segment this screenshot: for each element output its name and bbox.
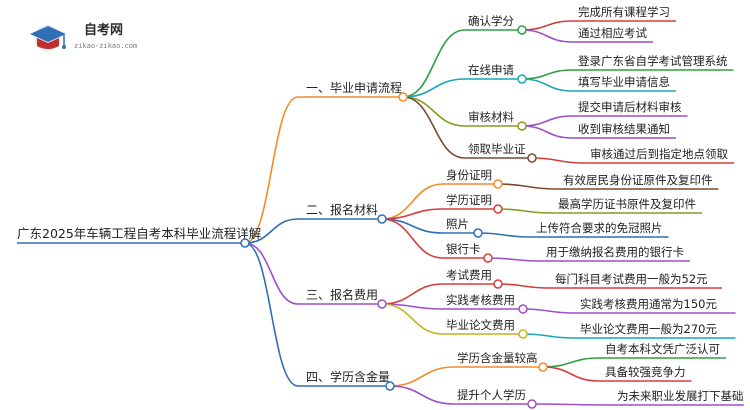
logo-title: 自考网 [84,22,123,38]
leaf-topic: 实践考核费用通常为150元 [580,297,717,311]
subtopic: 实践考核费用 [446,293,515,307]
leaf-topic: 用于缴纳报名费用的银行卡 [546,245,684,259]
collapse-toggle[interactable] [398,92,408,102]
collapse-toggle[interactable] [377,299,387,309]
branch-topic: 三、报名费用 [306,287,378,302]
collapse-toggle[interactable] [527,399,537,409]
graduation-cap-icon [30,25,66,51]
leaf-topic: 每门科目考试费用一般为52元 [555,272,708,286]
subtopic-link [381,303,444,335]
branch-link [244,242,299,387]
subtopic: 银行卡 [446,242,481,256]
subtopic: 确认学分 [468,14,514,28]
collapse-toggle[interactable] [240,238,250,248]
subtopic: 审核材料 [468,110,514,124]
leaf-link [522,308,575,314]
leaf-link [521,29,573,43]
subtopic: 毕业论文费用 [446,318,515,332]
leaf-topic: 为未来职业发展打下基础 [617,389,744,403]
branch-topic: 一、毕业申请流程 [306,80,402,95]
subtopic-link [389,385,455,405]
collapse-toggle[interactable] [493,279,503,289]
leaf-topic: 毕业论文费用一般为270元 [580,322,717,336]
subtopic: 学历证明 [446,193,492,207]
leaf-link [521,115,573,127]
leaf-link [487,257,541,262]
collapse-toggle[interactable] [517,74,527,84]
leaf-topic: 登录广东省自学考试管理系统 [578,54,728,68]
leaf-link [521,69,573,80]
leaf-link [542,366,600,382]
leaf-topic: 上传符合要求的免冠照片 [536,221,663,235]
subtopic: 领取毕业证 [468,142,526,156]
subtopic: 照片 [446,217,469,231]
subtopic-link [402,78,466,98]
root-topic: 广东2025年车辆工程自考本科毕业流程详解 [17,226,261,241]
collapse-toggle[interactable] [377,214,387,224]
branch-topic: 二、报名材料 [306,202,378,217]
branch-link [244,218,299,244]
leaf-link [521,78,573,92]
collapse-toggle[interactable] [518,329,528,339]
subtopic-link [402,29,466,98]
collapse-toggle[interactable] [473,228,483,238]
leaf-link [521,20,573,31]
leaf-link [497,183,558,190]
branch-topic: 四、学历含金量 [306,369,390,384]
leaf-topic: 填写毕业申请信息 [578,75,670,89]
leaf-topic: 最高学历证书原件及复印件 [558,197,696,211]
leaf-link [522,333,575,339]
leaf-topic: 有效居民身份证原件及复印件 [563,173,713,187]
collapse-toggle[interactable] [517,121,527,131]
subtopic: 身份证明 [446,168,492,182]
leaf-link [521,125,573,139]
subtopic: 在线申请 [468,63,514,77]
collapse-toggle[interactable] [518,304,528,314]
subtopic-link [402,96,466,127]
leaf-link [542,357,600,368]
collapse-toggle[interactable] [385,381,395,391]
logo: 自考网 zikao-zikao.com [30,22,137,51]
leaf-topic: 自考本科文凭广泛认可 [605,342,720,356]
branch-link [244,242,299,305]
leaf-topic: 审核通过后到指定地点领取 [590,147,728,161]
collapse-toggle[interactable] [483,253,493,263]
collapse-toggle[interactable] [493,204,503,214]
collapse-toggle[interactable] [527,153,537,163]
collapse-toggle[interactable] [493,179,503,189]
leaf-topic: 完成所有课程学习 [578,5,670,19]
leaf-topic: 通过相应考试 [578,26,647,40]
subtopic: 提升个人学历 [457,388,526,402]
subtopic-link [389,366,455,387]
leaf-topic: 收到审核结果通知 [578,122,670,136]
leaf-link [531,403,612,406]
leaf-topic: 具备较强竞争力 [605,365,686,379]
subtopic-link [402,96,466,159]
leaf-topic: 提交申请后材料审核 [578,100,682,114]
subtopic: 学历含金量较高 [457,351,538,365]
leaf-link [497,208,553,214]
leaf-link [477,232,531,238]
collapse-toggle[interactable] [538,362,548,372]
collapse-toggle[interactable] [517,25,527,35]
leaf-link [531,157,585,164]
subtopic: 考试费用 [446,268,492,282]
logo-site: zikao-zikao.com [74,42,137,50]
subtopic-link [381,283,444,305]
branch-link [244,96,299,244]
subtopic-link [381,218,444,259]
leaf-link [497,283,550,289]
